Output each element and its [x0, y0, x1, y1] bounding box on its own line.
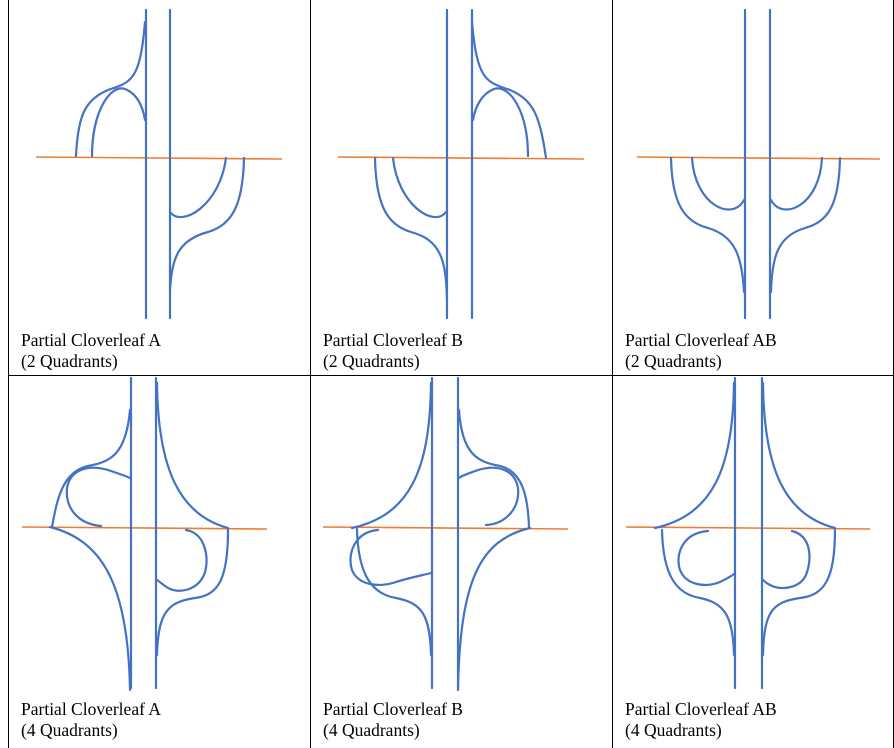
loop-ramp [391, 156, 448, 219]
loop-ramp [457, 466, 520, 527]
ramp-outer [660, 528, 736, 657]
panel-ab-4-quadrants [625, 376, 871, 690]
panel-caption: Partial Cloverleaf A (2 Quadrants) [21, 330, 161, 372]
loop-ramp [690, 156, 746, 211]
panel-ab-2-quadrants [636, 8, 881, 320]
caption-title: Partial Cloverleaf AB [625, 330, 777, 350]
loop-ramp [471, 87, 530, 158]
panel-a-4-quadrants [21, 376, 268, 692]
loop-ramp [155, 528, 208, 592]
ramp-outer [769, 156, 842, 294]
panel-caption: Partial Cloverleaf A (4 Quadrants) [21, 699, 161, 741]
ramp-outer [373, 156, 449, 302]
panel-caption: Partial Cloverleaf B (4 Quadrants) [323, 699, 463, 741]
ramp-outer [355, 527, 433, 657]
ramp-outer [50, 408, 132, 529]
ramp-outer [457, 408, 531, 529]
direct-ramp [350, 381, 433, 530]
panel-caption: Partial Cloverleaf AB (4 Quadrants) [625, 699, 777, 741]
caption-title: Partial Cloverleaf B [323, 330, 463, 350]
caption-subtitle: (4 Quadrants) [625, 720, 722, 740]
panel-b-2-quadrants [337, 8, 585, 320]
caption-subtitle: (4 Quadrants) [21, 720, 118, 740]
loop-ramp [349, 528, 433, 586]
direct-ramp [456, 526, 532, 692]
loop-ramp [677, 529, 736, 586]
panel-caption: Partial Cloverleaf AB (2 Quadrants) [625, 330, 777, 372]
caption-subtitle: (4 Quadrants) [323, 720, 420, 740]
crossroad [21, 526, 268, 530]
ramp-outer [155, 528, 230, 657]
loop-ramp [65, 466, 132, 528]
crossroad [322, 526, 569, 530]
ramp-outer [470, 20, 548, 160]
direct-ramp [761, 381, 837, 530]
loop-ramp [168, 156, 228, 219]
ramp-outer [168, 156, 246, 292]
crossroad [625, 526, 871, 530]
caption-title: Partial Cloverleaf A [21, 330, 161, 350]
ramp-outer [669, 156, 746, 294]
caption-subtitle: (2 Quadrants) [21, 351, 118, 371]
crossroad [35, 156, 283, 160]
caption-title: Partial Cloverleaf A [21, 699, 161, 719]
direct-ramp [48, 525, 132, 692]
caption-title: Partial Cloverleaf B [323, 699, 463, 719]
ramp-outer [74, 20, 147, 158]
caption-subtitle: (2 Quadrants) [625, 351, 722, 371]
panel-b-4-quadrants [322, 376, 569, 692]
direct-ramp [653, 381, 736, 530]
loop-ramp [769, 156, 824, 211]
caption-title: Partial Cloverleaf AB [625, 699, 777, 719]
caption-subtitle: (2 Quadrants) [323, 351, 420, 371]
panel-a-2-quadrants [35, 8, 283, 320]
direct-ramp [155, 381, 230, 530]
crossroad [337, 156, 585, 160]
ramp-outer [761, 528, 837, 657]
panel-caption: Partial Cloverleaf B (2 Quadrants) [323, 330, 463, 372]
loop-ramp [761, 529, 811, 590]
crossroad [636, 156, 881, 160]
loop-ramp [90, 87, 147, 158]
